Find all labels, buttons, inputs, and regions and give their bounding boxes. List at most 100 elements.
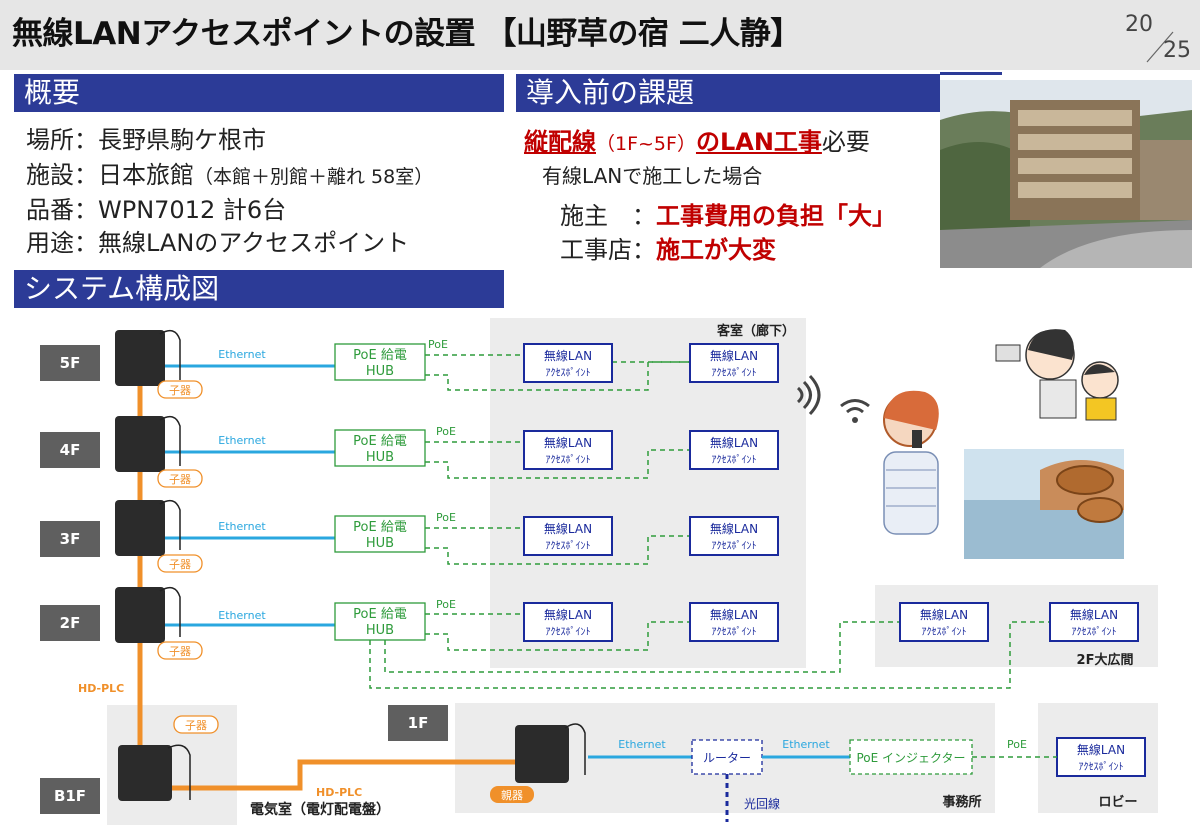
electric-room-label: 電気室（電灯配電盤） <box>250 801 390 818</box>
injector-label: PoE インジェクター <box>856 751 965 765</box>
poe-hub-5f: PoE 給電 HUB <box>334 343 426 381</box>
floor-label-1f: 1F <box>388 705 448 741</box>
hdplc-label-riser: HD-PLC <box>78 682 124 695</box>
office-label: 事務所 <box>942 794 981 810</box>
poe-label: PoE <box>428 338 448 351</box>
ap-label-2: ｱｸｾｽﾎﾟｲﾝﾄ <box>546 626 591 638</box>
child-unit-label: 子器 <box>169 384 191 397</box>
access-point-5f-a: 無線LAN ｱｸｾｽﾎﾟｲﾝﾄ <box>523 343 613 383</box>
hotel-photo <box>940 80 1192 268</box>
poe-label: PoE <box>436 511 456 524</box>
hot-spring-photo <box>964 449 1124 559</box>
hdplc-label-feed: HD-PLC <box>316 786 362 799</box>
ap-label-1: 無線LAN <box>544 521 592 536</box>
floor-label-2f: 2F <box>40 605 100 641</box>
overview-line-location: 場所：長野県駒ケ根市 <box>26 120 266 155</box>
ap-label-1: 無線LAN <box>710 435 758 450</box>
access-point-2f-a: 無線LAN ｱｸｾｽﾎﾟｲﾝﾄ <box>523 602 613 642</box>
plc-adapter-b1f: 子器 <box>118 715 219 801</box>
fiber-label: 光回線 <box>744 796 780 811</box>
child-unit-label: 子器 <box>169 558 191 571</box>
system-heading: システム構成図 <box>14 270 504 308</box>
ap-label-2: ｱｸｾｽﾎﾟｲﾝﾄ <box>1072 626 1117 638</box>
hub-label-2: HUB <box>366 623 394 638</box>
hub-label-1: PoE 給電 <box>353 520 407 535</box>
issues-owner: 施主 ：工事費用の負担「大」 <box>560 196 896 231</box>
overview-note: （本館＋別館＋離れ 58室） <box>194 166 434 188</box>
child-unit-label: 子器 <box>169 473 191 486</box>
ap-label-1: 無線LAN <box>544 435 592 450</box>
issues-main-d: 必要 <box>821 128 870 156</box>
child-unit-label: 子器 <box>185 719 207 732</box>
header-bar <box>0 0 1200 70</box>
ethernet-label: Ethernet <box>218 348 266 361</box>
ap-label-2: ｱｸｾｽﾎﾟｲﾝﾄ <box>922 626 967 638</box>
hall-label: 2F大広間 <box>1077 652 1134 668</box>
floor-label-b1f: B1F <box>40 778 100 814</box>
poe-hub-4f: PoE 給電 HUB <box>334 429 426 467</box>
overview-value: 無線LANのアクセスポイント <box>98 229 410 257</box>
page-title: 無線LANアクセスポイントの設置 【山野草の宿 二人静】 <box>12 16 801 52</box>
lobby-label: ロビー <box>1098 794 1137 810</box>
ethernet-label: Ethernet <box>618 738 666 751</box>
hub-label-1: PoE 給電 <box>353 607 407 622</box>
plc-adapter-4f: 子器 <box>115 415 203 488</box>
floor-row-3f: Ethernet PoE <box>165 511 690 565</box>
issues-main-c: のLAN工事 <box>695 128 822 156</box>
floor-label-3f: 3F <box>40 521 100 557</box>
issues-owner-label: 施主 ： <box>560 202 656 230</box>
hub-label-1: PoE 給電 <box>353 434 407 449</box>
overview-value: 日本旅館 <box>98 161 194 189</box>
overview-line-facility: 施設：日本旅館（本館＋別館＋離れ 58室） <box>26 155 433 190</box>
overview-line-product: 品番：WPN7012 計6台 <box>26 190 286 225</box>
ap-label-1: 無線LAN <box>710 521 758 536</box>
ap-label-2: ｱｸｾｽﾎﾟｲﾝﾄ <box>546 367 591 379</box>
parent-unit-label: 親器 <box>501 789 523 802</box>
poe-hub-3f: PoE 給電 HUB <box>334 515 426 553</box>
poe-label: PoE <box>436 598 456 611</box>
access-point-3f-a: 無線LAN ｱｸｾｽﾎﾟｲﾝﾄ <box>523 516 613 556</box>
ap-label-1: 無線LAN <box>544 348 592 363</box>
ethernet-label: Ethernet <box>782 738 830 751</box>
ap-label-2: ｱｸｾｽﾎﾟｲﾝﾄ <box>546 540 591 552</box>
plc-adapter-3f: 子器 <box>115 499 203 573</box>
overview-label: 品番： <box>26 196 98 224</box>
issues-main-b: （1F~5F） <box>596 133 696 155</box>
poe-label: PoE <box>1007 738 1027 751</box>
overview-value: WPN7012 計6台 <box>98 196 287 224</box>
router: ルーター <box>691 739 763 775</box>
overview-label: 用途： <box>26 229 98 257</box>
issues-main: 縦配線（1F~5F）のLAN工事必要 <box>524 122 870 157</box>
woman-phone-illustration <box>883 390 939 535</box>
ap-label-2: ｱｸｾｽﾎﾟｲﾝﾄ <box>712 367 757 379</box>
ap-label-1: 無線LAN <box>920 607 968 622</box>
hub-label-2: HUB <box>366 364 394 379</box>
floor-label-4f: 4F <box>40 432 100 468</box>
plc-adapter-5f: 子器 <box>115 329 203 399</box>
access-point-4f-b: 無線LAN ｱｸｾｽﾎﾟｲﾝﾄ <box>689 430 779 470</box>
system-diagram: 客室（廊下） 2F大広間 事務所 ロビー 電気室（電灯配電盤） HD-PLC H… <box>78 318 1158 825</box>
access-point-5f-b: 無線LAN ｱｸｾｽﾎﾟｲﾝﾄ <box>689 343 779 383</box>
ap-label-1: 無線LAN <box>1070 607 1118 622</box>
access-point-2f-b: 無線LAN ｱｸｾｽﾎﾟｲﾝﾄ <box>689 602 779 642</box>
issues-contractor-value: 施工が大変 <box>656 236 776 264</box>
issues-contractor-label: 工事店： <box>560 236 656 264</box>
guest-room-label: 客室（廊下） <box>717 323 795 339</box>
ap-label-1: 無線LAN <box>710 348 758 363</box>
issues-sub: 有線LANで施工した場合 <box>542 164 763 188</box>
poe-label: PoE <box>436 425 456 438</box>
ethernet-label: Ethernet <box>218 434 266 447</box>
ap-label-1: 無線LAN <box>710 607 758 622</box>
access-point-hall-b: 無線LAN ｱｸｾｽﾎﾟｲﾝﾄ <box>1049 602 1139 642</box>
ap-label-2: ｱｸｾｽﾎﾟｲﾝﾄ <box>546 454 591 466</box>
ap-label-1: 無線LAN <box>544 607 592 622</box>
page-number-divider <box>1146 31 1174 63</box>
page-number-total: 25 <box>1163 38 1191 63</box>
poe-injector: PoE インジェクター <box>849 739 973 775</box>
hub-label-2: HUB <box>366 536 394 551</box>
issues-main-a: 縦配線 <box>524 128 596 156</box>
plc-adapter-parent: 親器 <box>490 723 586 803</box>
ap-label-2: ｱｸｾｽﾎﾟｲﾝﾄ <box>712 454 757 466</box>
child-unit-label: 子器 <box>169 645 191 658</box>
hub-label-2: HUB <box>366 450 394 465</box>
